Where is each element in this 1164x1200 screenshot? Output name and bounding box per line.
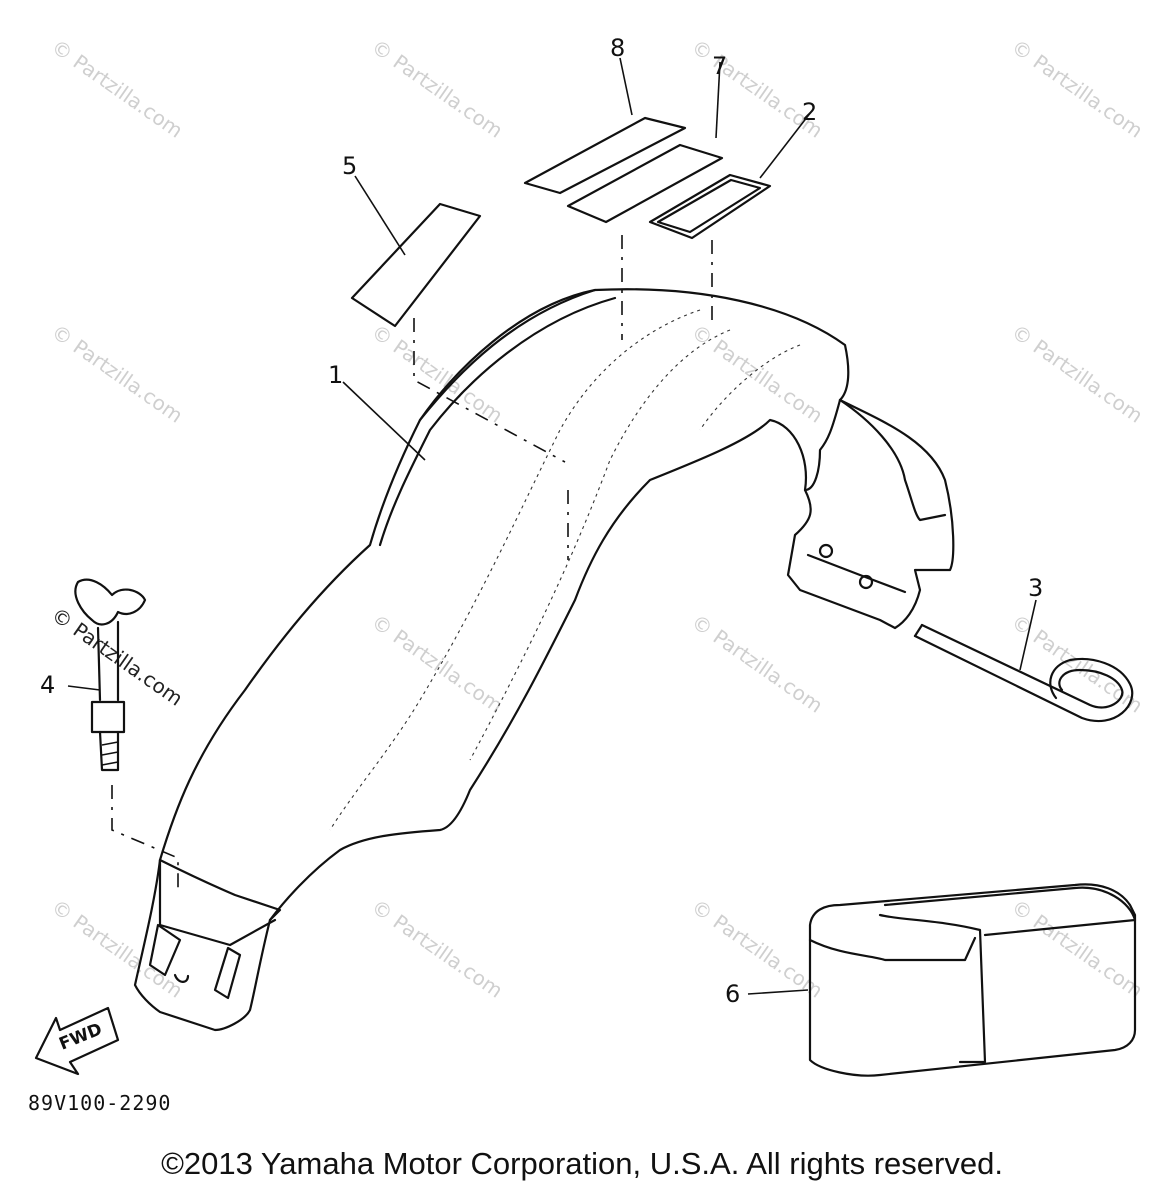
watermark: © Partzilla.com: [687, 609, 827, 717]
watermark: © Partzilla.com: [1007, 609, 1147, 717]
watermark: © Partzilla.com: [47, 894, 187, 1002]
decal-8: [523, 116, 687, 195]
decal-7: [566, 143, 724, 224]
leader-lines: [67, 57, 1037, 995]
watermark: © Partzilla.com: [367, 34, 507, 142]
watermarks: © Partzilla.com © Partzilla.com © Partzi…: [47, 34, 1147, 1002]
watermark: © Partzilla.com: [1007, 34, 1147, 142]
callout-4: 4: [40, 671, 55, 699]
watermark: © Partzilla.com: [367, 894, 507, 1002]
rear-fender: [133, 288, 955, 1032]
decal-2: [648, 173, 772, 240]
callout-1: 1: [328, 361, 343, 389]
watermark: © Partzilla.com: [1007, 319, 1147, 427]
watermark: © Partzilla.com: [687, 34, 827, 142]
callout-7: 7: [712, 52, 727, 80]
copyright-notice: ©2013 Yamaha Motor Corporation, U.S.A. A…: [161, 1146, 1003, 1181]
watermark: © Partzilla.com: [47, 319, 187, 427]
drawing-code: 89V100-2290: [28, 1091, 171, 1115]
decal-5: [350, 202, 482, 328]
bolt-4: [74, 578, 147, 772]
callout-labels: 1 2 3 4 5 6 7 8: [40, 34, 1043, 1008]
watermark: © Partzilla.com: [367, 609, 507, 717]
watermark: © Partzilla.com: [367, 319, 507, 427]
callout-3: 3: [1028, 574, 1043, 602]
watermark: © Partzilla.com: [47, 34, 187, 142]
fwd-arrow: FWD: [34, 1006, 120, 1076]
watermark: © Partzilla.com: [1007, 894, 1147, 1002]
callout-6: 6: [725, 980, 740, 1008]
watermark: © Partzilla.com: [687, 894, 827, 1002]
callout-2: 2: [802, 98, 817, 126]
callout-5: 5: [342, 152, 357, 180]
pad-6: [808, 883, 1137, 1077]
pin-3: [913, 623, 1134, 723]
watermark: © Partzilla.com: [687, 319, 827, 427]
callout-8: 8: [610, 34, 625, 62]
